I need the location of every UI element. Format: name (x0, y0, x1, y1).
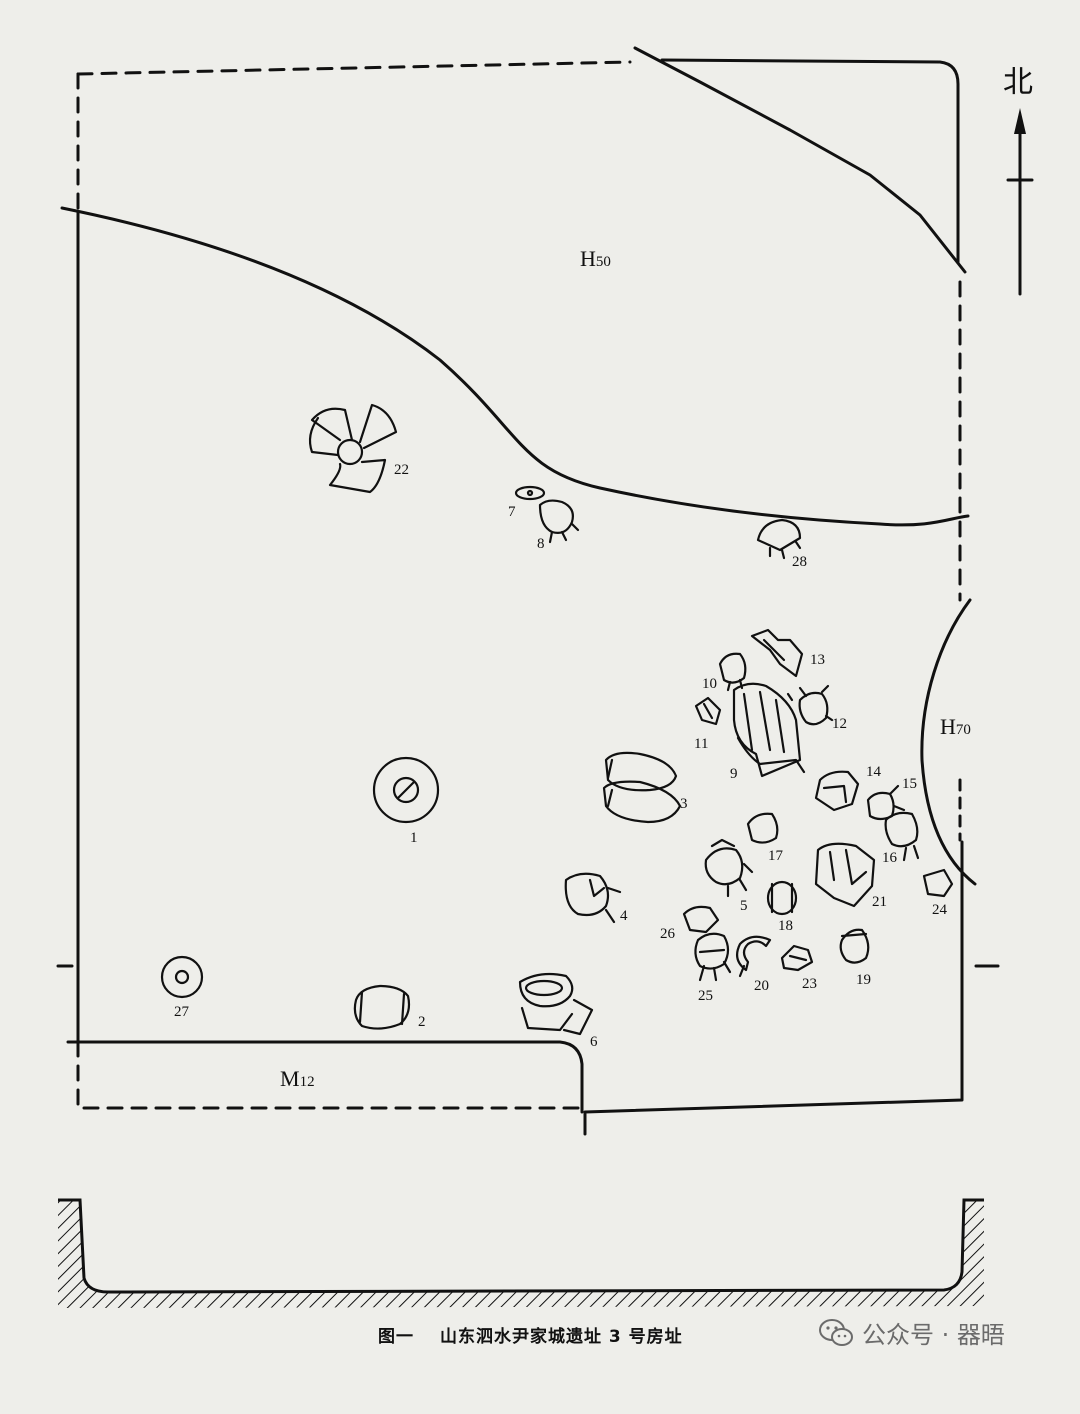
artifact-27-icon (160, 955, 204, 999)
label-27: 27 (174, 1004, 190, 1020)
zone-h70-text: H (940, 714, 956, 739)
artifact-20-icon (735, 935, 772, 978)
artifact-15-icon (866, 784, 906, 821)
zone-label-m12: M12 (280, 1066, 315, 1091)
label-13: 13 (810, 652, 825, 668)
artifact-22-icon (308, 403, 398, 494)
artifact-6-icon (518, 972, 594, 1036)
zone-m12-text-digits: 12 (300, 1074, 315, 1090)
label-8: 8 (537, 536, 545, 552)
label-25: 25 (698, 988, 713, 1004)
figure-caption: 图一 山东泗水尹家城遗址 3 号房址 (378, 1322, 683, 1347)
zone-m12-text: M (280, 1066, 300, 1091)
label-17: 17 (768, 848, 784, 864)
zone-label-h70: H70 (940, 714, 971, 739)
artifact-5-icon (704, 838, 754, 898)
artifact-10-icon (718, 652, 747, 692)
label-23: 23 (802, 976, 817, 992)
figure-title: 山东泗水尹家城遗址 3 号房址 (440, 1327, 683, 1347)
artifact-24-icon (922, 868, 954, 898)
label-28: 28 (792, 554, 807, 570)
artifact-25-icon (694, 932, 732, 982)
h70-edge (920, 598, 977, 886)
artifact-28-icon (756, 518, 802, 560)
artifact-12-icon (786, 684, 834, 726)
boundary-right-solid (583, 840, 964, 1136)
artifacts (160, 403, 954, 1036)
section-profile (58, 1198, 984, 1308)
artifact-16-icon (884, 811, 920, 862)
artifact-14-icon (814, 770, 860, 812)
zone-label-h50: H50 (580, 246, 611, 271)
label-1: 1 (410, 830, 418, 846)
zone-h70-text-digits: 70 (956, 722, 971, 738)
artifact-11-icon (694, 696, 722, 726)
north-label: 北 (1003, 65, 1033, 100)
label-15: 15 (902, 776, 917, 792)
artifact-26-icon (682, 905, 720, 934)
label-24: 24 (932, 902, 948, 918)
artifact-1-icon (372, 756, 440, 824)
h50-upper-line (633, 46, 967, 274)
zone-h50-text-digits: 50 (596, 254, 611, 270)
label-16: 16 (882, 850, 898, 866)
boundary-top-solid (660, 58, 960, 264)
artifact-23-icon (780, 944, 814, 972)
artifact-3-icon (602, 751, 682, 824)
watermark: 公众号 · 器晤 (818, 1315, 1005, 1350)
artifact-21-icon (814, 842, 876, 908)
artifact-18-icon (766, 880, 798, 916)
label-3: 3 (680, 796, 688, 812)
label-7: 7 (508, 504, 516, 520)
boundary-top-dashed (76, 60, 632, 76)
artifact-4-icon (564, 872, 622, 924)
label-4: 4 (620, 908, 628, 924)
h50-lower-line (60, 206, 970, 527)
label-12: 12 (832, 716, 847, 732)
wechat-icon (819, 1318, 853, 1346)
label-14: 14 (866, 764, 882, 780)
label-19: 19 (856, 972, 871, 988)
artifact-number-labels: 1 2 3 4 5 6 7 8 9 10 11 12 13 14 15 16 1… (174, 462, 948, 1050)
watermark-text: 公众号 · 器晤 (862, 1321, 1005, 1349)
artifact-17-icon (746, 812, 779, 844)
label-11: 11 (694, 736, 708, 752)
label-2: 2 (418, 1014, 426, 1030)
zone-h50-text: H (580, 246, 596, 271)
artifact-13-icon (750, 628, 804, 678)
label-10: 10 (702, 676, 717, 692)
artifact-9-icon (732, 682, 806, 778)
artifact-7-icon (514, 485, 546, 501)
label-22: 22 (394, 462, 409, 478)
label-5: 5 (740, 898, 748, 914)
label-21: 21 (872, 894, 887, 910)
label-9: 9 (730, 766, 738, 782)
artifact-19-icon (839, 928, 870, 964)
north-arrow-head (1014, 108, 1026, 134)
label-18: 18 (778, 918, 793, 934)
artifact-8-icon (538, 499, 580, 544)
label-20: 20 (754, 978, 769, 994)
boundary-m12-dashed (76, 1040, 582, 1110)
artifact-2-icon (353, 984, 411, 1030)
label-26: 26 (660, 926, 676, 942)
label-6: 6 (590, 1034, 598, 1050)
m12-edge (66, 1040, 584, 1114)
figure-number: 图一 (378, 1327, 414, 1347)
